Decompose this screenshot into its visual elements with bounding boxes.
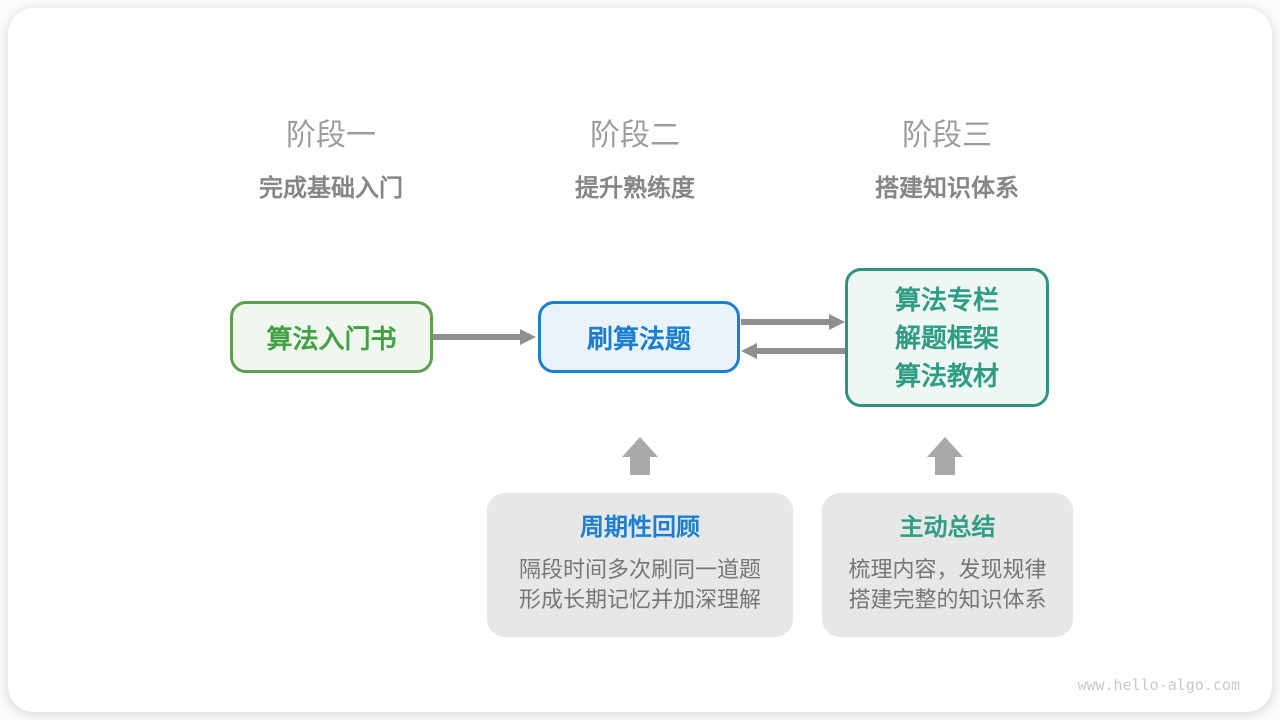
callout-periodic-review-title: 周期性回顾 xyxy=(580,514,700,541)
arrow-shaft xyxy=(433,334,524,340)
arrow-stem xyxy=(935,456,955,475)
callout-desc-line: 隔段时间多次刷同一道题 xyxy=(518,557,761,582)
stage-3-subtitle: 搭建知识体系 xyxy=(875,175,1019,202)
arrow-head xyxy=(622,437,658,457)
arrow-right-icon xyxy=(433,329,536,345)
arrow-head xyxy=(741,343,757,359)
arrow-head xyxy=(927,437,963,457)
callout-active-summary: 主动总结 梳理内容，发现规律 搭建完整的知识体系 xyxy=(822,493,1073,637)
node-resources-line-1: 算法专栏 xyxy=(894,284,999,315)
stage-header-1: 阶段一 完成基础入门 xyxy=(171,116,491,204)
node-practice: 刷算法题 xyxy=(538,301,740,373)
arrow-left-icon xyxy=(741,343,845,359)
stage-2-title: 阶段二 xyxy=(590,119,680,152)
watermark: www.hello-algo.com xyxy=(1077,676,1240,694)
stage-1-subtitle: 完成基础入门 xyxy=(259,175,403,202)
callout-active-summary-desc: 梳理内容，发现规律 搭建完整的知识体系 xyxy=(822,555,1073,615)
callout-desc-line: 搭建完整的知识体系 xyxy=(848,587,1047,612)
node-intro-book: 算法入门书 xyxy=(230,301,433,373)
arrow-right-icon xyxy=(741,314,845,330)
arrow-shaft xyxy=(741,319,833,325)
stage-header-3: 阶段三 搭建知识体系 xyxy=(787,116,1107,204)
node-resources-line-3: 算法教材 xyxy=(894,360,999,391)
stage-header-2: 阶段二 提升熟练度 xyxy=(475,116,795,204)
node-practice-label: 刷算法题 xyxy=(586,323,691,354)
node-intro-book-label: 算法入门书 xyxy=(266,323,397,354)
arrow-head xyxy=(520,329,536,345)
callout-active-summary-title: 主动总结 xyxy=(899,514,996,541)
node-resources: 算法专栏 解题框架 算法教材 xyxy=(845,268,1049,407)
callout-periodic-review: 周期性回顾 隔段时间多次刷同一道题 形成长期记忆并加深理解 xyxy=(487,493,793,637)
arrow-shaft xyxy=(753,348,845,354)
callout-desc-line: 形成长期记忆并加深理解 xyxy=(518,587,761,612)
node-resources-line-2: 解题框架 xyxy=(894,322,999,353)
stage-3-title: 阶段三 xyxy=(902,119,992,152)
arrow-up-icon xyxy=(622,437,658,475)
arrow-stem xyxy=(630,456,650,475)
arrow-head xyxy=(829,314,845,330)
stage-1-title: 阶段一 xyxy=(286,119,376,152)
stage-2-subtitle: 提升熟练度 xyxy=(575,175,695,202)
arrow-up-icon xyxy=(927,437,963,475)
callout-desc-line: 梳理内容，发现规律 xyxy=(848,557,1047,582)
callout-periodic-review-desc: 隔段时间多次刷同一道题 形成长期记忆并加深理解 xyxy=(487,555,793,615)
